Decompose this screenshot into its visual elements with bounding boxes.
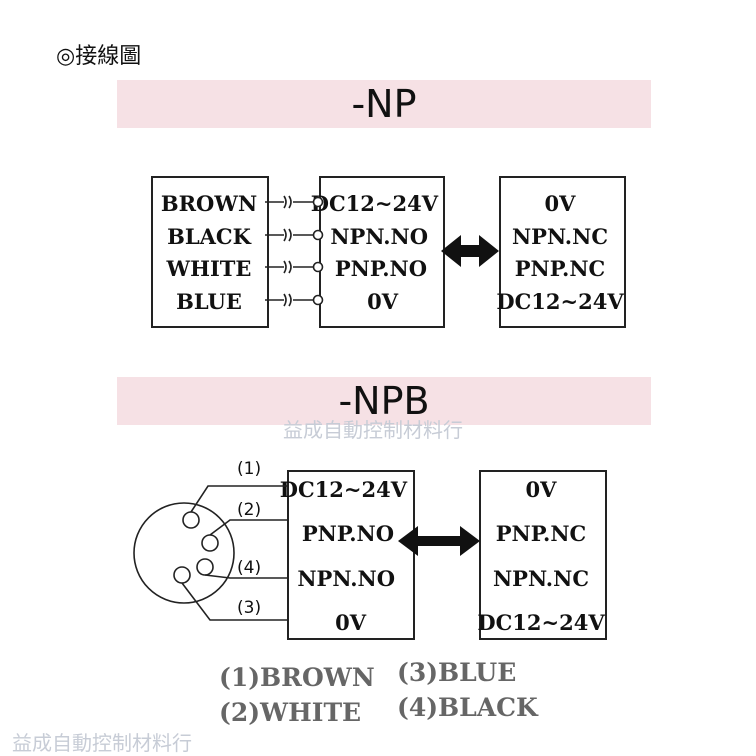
np-wire-brown: BROWN (160, 191, 258, 216)
np-title-band: -NP (117, 80, 651, 128)
npb-load-terminal-3: NPN.NC (492, 566, 590, 591)
npb-double-arrow (398, 526, 480, 556)
npb-load-terminal-1: 0V (525, 477, 557, 502)
npb-connector (133, 485, 287, 621)
npb-sensor-box (287, 470, 415, 640)
np-sensor-terminal-1: DC12~24V (310, 191, 438, 216)
np-sensor-terminal-3: PNP.NO (334, 256, 427, 281)
np-wire-white: WHITE (166, 256, 252, 281)
np-wire-blue: BLUE (176, 289, 242, 314)
npb-load-terminal-4: DC12~24V (477, 610, 605, 635)
npb-title: -NPB (338, 379, 430, 423)
watermark-center: 益成自動控制材料行 (283, 418, 463, 442)
npb-sensor-terminal-2: PNP.NO (301, 521, 394, 546)
npb-pin-number-2: (2) (237, 500, 262, 520)
np-wire-color-box (151, 176, 269, 328)
np-load-box (499, 176, 626, 328)
np-load-terminal-2: NPN.NC (511, 224, 609, 249)
npb-sensor-terminal-3: NPN.NO (297, 566, 395, 591)
np-load-terminal-4: DC12~24V (496, 289, 624, 314)
npb-title-band: -NPB (117, 377, 651, 425)
np-sensor-terminal-4: 0V (367, 289, 398, 314)
legend-item-1: (1)BROWN (219, 663, 375, 692)
legend-item-4: (4)BLACK (397, 693, 538, 722)
npb-pin-number-4: (4) (237, 558, 262, 578)
np-sensor-terminal-2: NPN.NO (330, 224, 428, 249)
np-wire-lines (265, 195, 324, 307)
np-load-terminal-1: 0V (544, 191, 576, 216)
np-sensor-box (319, 176, 445, 328)
legend-item-3: (3)BLUE (397, 658, 517, 687)
np-title: -NP (351, 82, 417, 126)
npb-load-box (479, 470, 607, 640)
npb-pin-number-3: (3) (237, 598, 262, 618)
diagram-heading: ◎接線圖 (56, 44, 142, 69)
np-double-arrow (441, 235, 499, 267)
np-load-terminal-3: PNP.NC (514, 256, 606, 281)
np-wire-black: BLACK (167, 224, 251, 249)
npb-pin-number-1: (1) (237, 459, 262, 479)
watermark-bottom: 益成自動控制材料行 (12, 731, 192, 755)
legend-item-2: (2)WHITE (219, 698, 362, 727)
npb-load-terminal-2: PNP.NC (495, 521, 587, 546)
npb-sensor-terminal-1: DC12~24V (279, 477, 407, 502)
npb-sensor-terminal-4: 0V (335, 610, 366, 635)
